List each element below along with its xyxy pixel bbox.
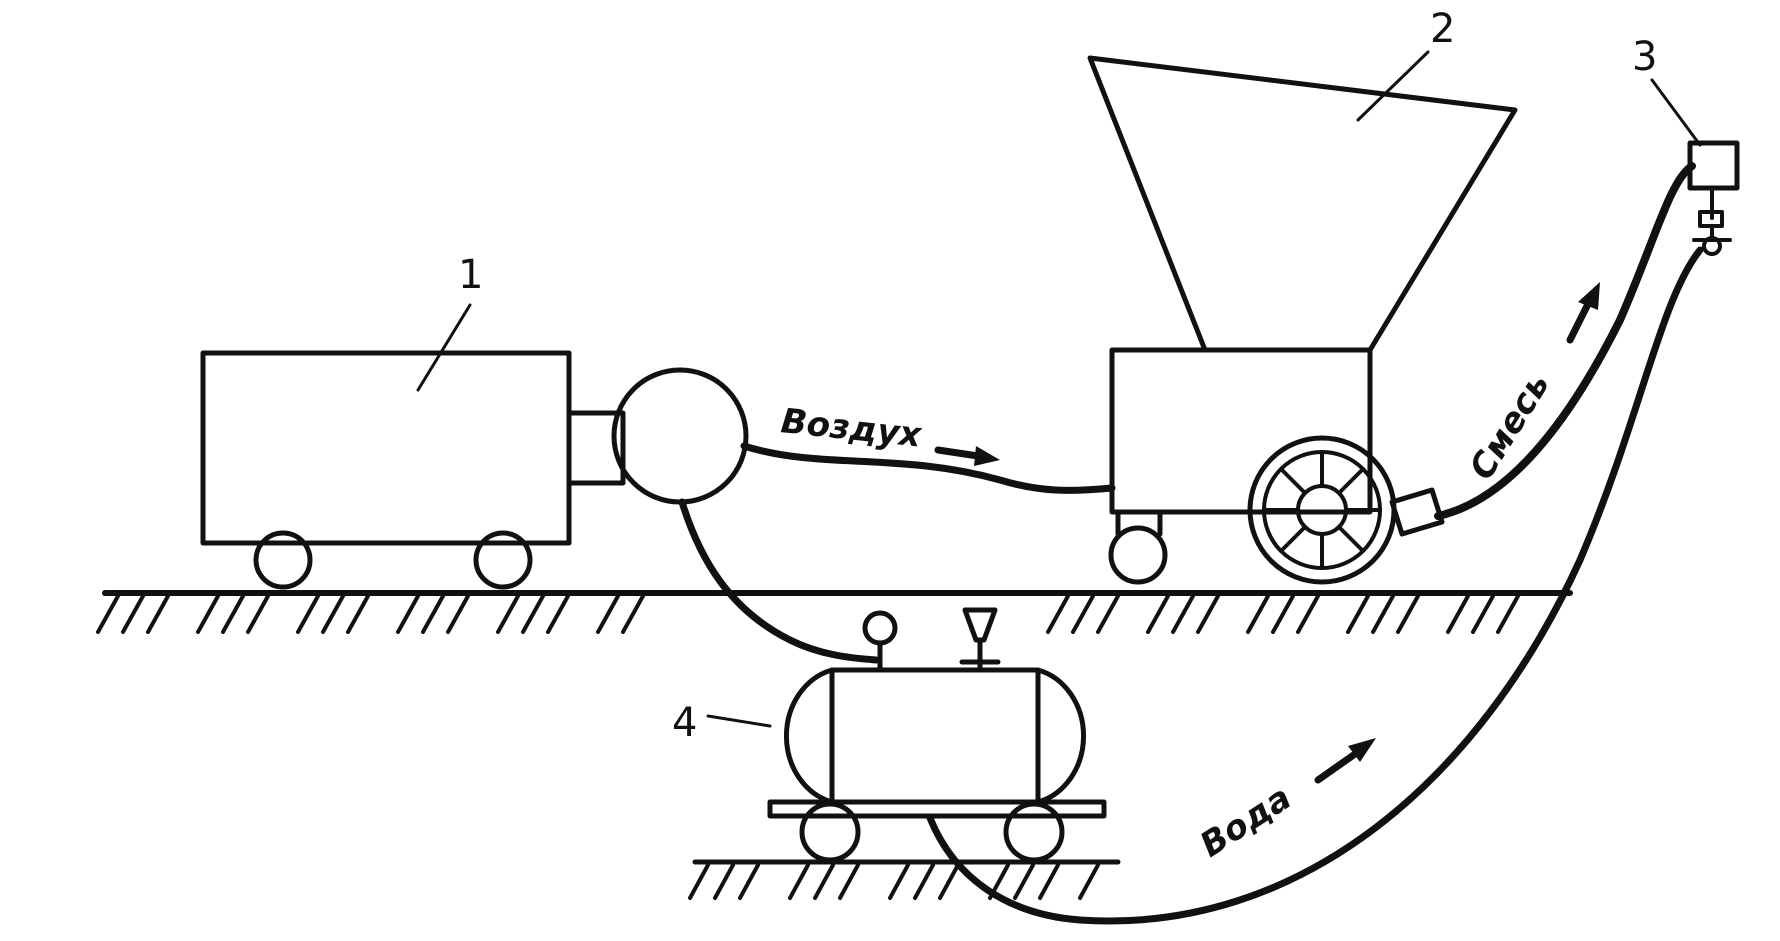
air-label: Воздух [779,401,924,456]
water-arrow [1314,738,1376,784]
water-label: Вода [1193,778,1298,866]
outlet-nozzle [1389,487,1445,537]
callout-leaders [416,50,1702,728]
compressor-unit [200,350,749,590]
compressor-wheel-left [253,530,313,590]
ground-main [96,590,1573,634]
callout-labels: 1 2 3 4 [458,6,1657,746]
water-valve [1698,210,1724,228]
tank-wheel-right [1003,801,1065,863]
hopper [1087,55,1518,353]
flow-arrows [934,282,1600,784]
machine-small-wheel [1108,525,1168,585]
pressure-gauge [862,610,898,673]
callout-4: 4 [672,700,697,746]
compressor-coupling [566,410,626,486]
air-hose-to-machine [740,442,1116,494]
compressor-body [200,350,572,546]
tank-frame [767,799,1107,819]
air-arrow [934,446,1000,466]
shotcrete-machine [1087,55,1518,585]
callout-1: 1 [458,252,483,298]
ground-lower [688,859,1121,900]
air-hose-to-tank [678,498,880,664]
machine-body [1109,347,1373,515]
leader-2 [1356,50,1430,122]
callout-3: 3 [1632,34,1657,80]
mixture-hose [1434,162,1696,520]
tank-wheel-left [799,801,861,863]
machine-large-wheel [1247,435,1397,585]
mixture-label: Смесь [1462,366,1558,487]
ground-hatching [96,594,1520,634]
filler-funnel [959,607,1001,673]
spray-nozzle [1687,140,1740,256]
nozzle-head [1687,140,1740,191]
water-tank [767,607,1107,863]
leader-4 [706,714,772,728]
compressor-wheel-right [473,530,533,590]
mixture-arrow [1566,282,1600,344]
leader-3 [1650,78,1702,147]
hoses [678,162,1704,925]
flow-labels: Воздух Смесь Вода [779,366,1558,866]
water-hose [926,246,1704,925]
air-receiver-drum [611,367,749,505]
callout-2: 2 [1430,6,1455,52]
leader-1 [416,303,472,392]
